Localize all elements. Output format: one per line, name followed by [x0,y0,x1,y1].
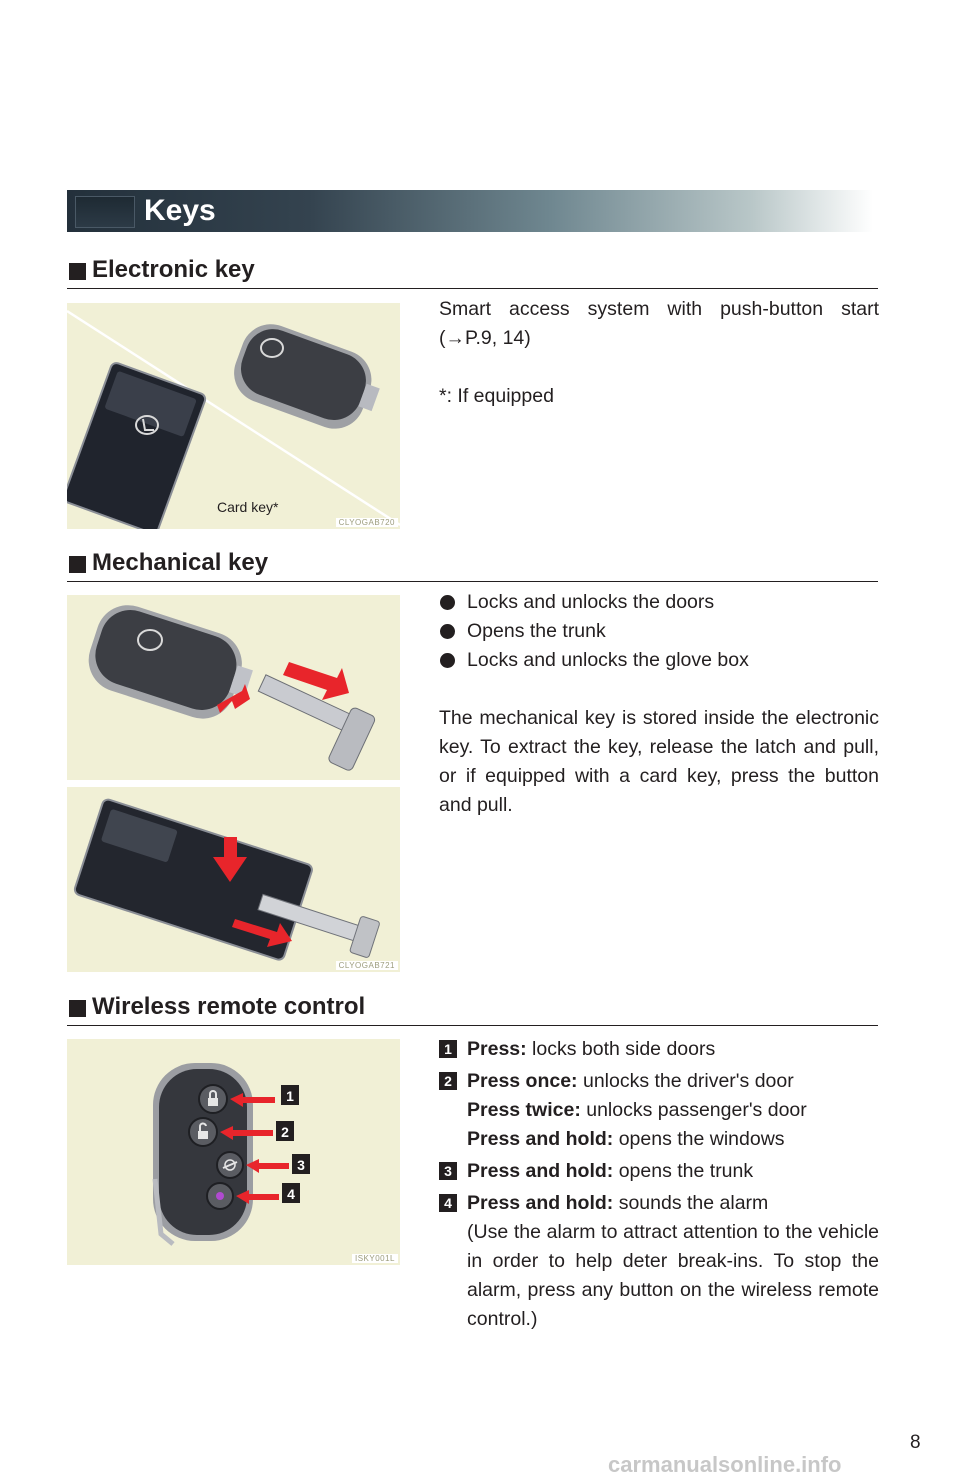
section-heading-electronic-key: Electronic key [67,256,878,289]
image-code: CLYOGAB721 [335,961,398,970]
lexus-logo-icon [135,415,159,435]
image-code: ISKY001L [351,1254,398,1263]
section-heading-mechanical-key: Mechanical key [67,549,878,582]
watermark: carmanualsonline.info [608,1452,842,1477]
mechanical-card-key-image: CLYOGAB721 [67,787,400,972]
heading-square-icon [69,556,86,573]
page-number: 8 [910,1432,921,1453]
callout-4: 4 [287,1186,295,1202]
bullet-dot-icon [440,595,455,610]
remote-item-2: 2 Press once: unlocks the driver's door … [439,1067,879,1154]
trunk-icon [222,1159,238,1171]
bullet-dot-icon [440,624,455,639]
number-badge: 1 [439,1040,457,1058]
wireless-remote-image: 1 2 3 4 ISKY001L [67,1039,400,1265]
number-badge: 2 [439,1072,457,1090]
wireless-remote-text: 1 Press: locks both side doors 2 Press o… [439,1035,879,1334]
remote-item-4: 4 Press and hold: sounds the alarm (Use … [439,1189,879,1334]
bullet-item: Opens the trunk [439,617,879,646]
description-text: Smart access system with push-button sta… [439,298,879,349]
heading-square-icon [69,1000,86,1017]
unlock-icon [198,1122,208,1139]
card-key-label: Card key* [217,499,279,515]
mechanical-key-text: Locks and unlocks the doors Opens the tr… [439,588,879,820]
number-badge: 3 [439,1162,457,1180]
alarm-icon [216,1192,224,1200]
bullet-item: Locks and unlocks the glove box [439,646,879,675]
image-code: CLYOGAB720 [335,518,398,527]
callout-2: 2 [281,1124,289,1140]
heading-text: Electronic key [92,256,255,283]
heading-square-icon [69,263,86,280]
mechanical-description: The mechanical key is stored inside the … [439,707,879,816]
title-bar: Keys [67,190,873,232]
callout-3: 3 [297,1157,305,1173]
electronic-key-image: Card key* CLYOGAB720 [67,303,400,529]
title-chip [75,196,135,228]
mechanical-key-fob-image [67,595,400,780]
heading-text: Wireless remote control [92,993,366,1020]
section-heading-wireless-remote: Wireless remote control [67,993,878,1026]
callout-1: 1 [286,1088,294,1104]
bullet-item: Locks and unlocks the doors [439,588,879,617]
footnote-text: *: If equipped [439,385,554,407]
bullet-dot-icon [440,653,455,668]
lock-icon [208,1090,218,1106]
electronic-key-description: Smart access system with push-button sta… [439,295,879,411]
page-title: Keys [144,194,216,227]
number-badge: 4 [439,1194,457,1212]
remote-item-3: 3 Press and hold: opens the trunk [439,1157,879,1186]
alarm-note: (Use the alarm to attract attention to t… [467,1221,879,1330]
heading-text: Mechanical key [92,549,269,576]
remote-item-1: 1 Press: locks both side doors [439,1035,879,1064]
